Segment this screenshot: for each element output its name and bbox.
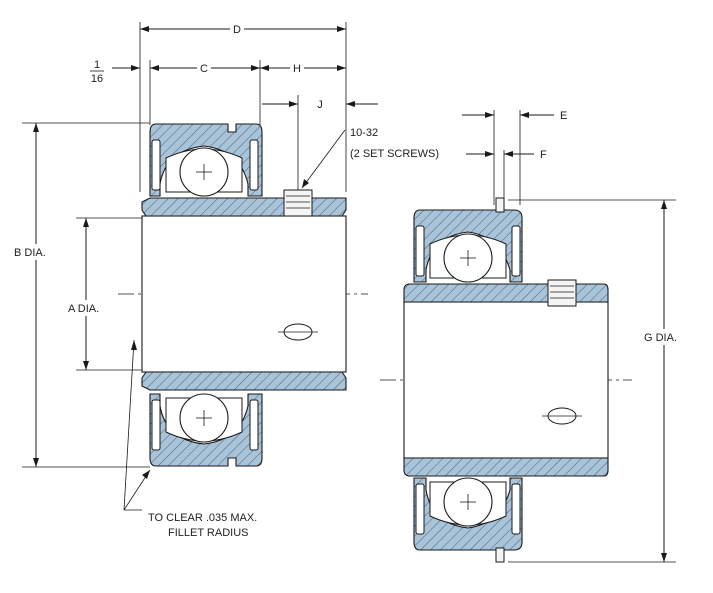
seal-top-left-a — [151, 139, 161, 191]
outer-ring-bottom-left — [149, 393, 263, 467]
inner-ring-top-right — [403, 283, 609, 303]
inner-ring-bottom-right — [403, 457, 609, 477]
arrow-c-right — [251, 65, 260, 71]
leader-set-screw — [301, 129, 346, 189]
arrow-g-top — [661, 200, 667, 209]
arrow-set-screw — [302, 179, 309, 188]
outer-ring-bottom-right — [413, 477, 523, 551]
set-screw-left — [283, 189, 313, 217]
label-a-dia: A DIA. — [68, 303, 99, 315]
lube-pin-bottom — [495, 547, 505, 563]
arrow-a-top — [83, 218, 89, 227]
bore-left — [141, 215, 347, 373]
label-d: D — [233, 24, 241, 36]
c-label-bg — [197, 61, 211, 75]
seal-bottom-right-a — [415, 483, 425, 535]
d-label-bg — [230, 22, 244, 36]
arrow-a-bottom — [83, 361, 89, 370]
label-h: H — [293, 63, 301, 75]
bore-right — [403, 301, 609, 459]
label-fillet-line1: TO CLEAR .035 MAX. — [148, 512, 257, 524]
g-label-bg — [640, 329, 690, 345]
a-label-bg — [66, 300, 106, 316]
outer-ring-top-right — [413, 209, 523, 283]
arrow-h-right — [337, 65, 346, 71]
arrow-h-left — [260, 65, 269, 71]
arrow-e-left — [485, 112, 494, 118]
arrow-g-bottom — [661, 553, 667, 562]
label-fillet-line2: FILLET RADIUS — [168, 527, 249, 539]
arrow-j-left — [289, 101, 298, 107]
seal-bottom-left-a — [151, 399, 161, 451]
b-label-bg — [10, 244, 62, 260]
arrow-fillet-top — [131, 340, 137, 350]
arrow-c-left — [150, 65, 159, 71]
left-bearing-view: D 1 16 C H J 10-32 (2 SET SCREWS) — [10, 22, 439, 539]
arrow-j-right — [346, 101, 355, 107]
label-e: E — [560, 110, 567, 122]
right-bearing-view: E F G DIA. — [380, 110, 690, 563]
set-screw-right — [547, 279, 577, 307]
arrow-d-right — [337, 26, 346, 32]
label-c: C — [200, 63, 208, 75]
seal-top-right-b — [511, 225, 521, 277]
label-sixteenth-den: 16 — [91, 73, 103, 85]
inner-ring-top-left — [141, 197, 347, 217]
label-b-dia: B DIA. — [14, 247, 46, 259]
label-sixteenth-num: 1 — [94, 59, 100, 71]
seal-bottom-left-b — [249, 399, 259, 451]
arrow-sixteenth — [131, 65, 140, 71]
arrow-f-left — [485, 151, 494, 157]
seal-bottom-right-b — [511, 483, 521, 535]
label-screws-line1: 10-32 — [350, 127, 378, 139]
outer-ring-top-left — [149, 123, 263, 197]
arrow-b-bottom — [33, 458, 39, 467]
h-label-bg — [290, 61, 304, 75]
label-g-dia: G DIA. — [644, 332, 677, 344]
label-f: F — [540, 149, 547, 161]
seal-top-right-a — [415, 225, 425, 277]
label-j: J — [317, 99, 323, 111]
inner-ring-bottom-left — [141, 371, 347, 391]
seal-top-left-b — [249, 139, 259, 191]
arrow-f-right — [504, 151, 513, 157]
arrow-e-right — [520, 112, 529, 118]
arrow-b-top — [33, 123, 39, 132]
arrow-d-left — [140, 26, 149, 32]
leader-fillet-top — [123, 339, 135, 511]
label-screws-line2: (2 SET SCREWS) — [350, 148, 439, 160]
arrow-fillet-bottom — [142, 470, 150, 479]
lube-pin-top — [495, 197, 505, 213]
